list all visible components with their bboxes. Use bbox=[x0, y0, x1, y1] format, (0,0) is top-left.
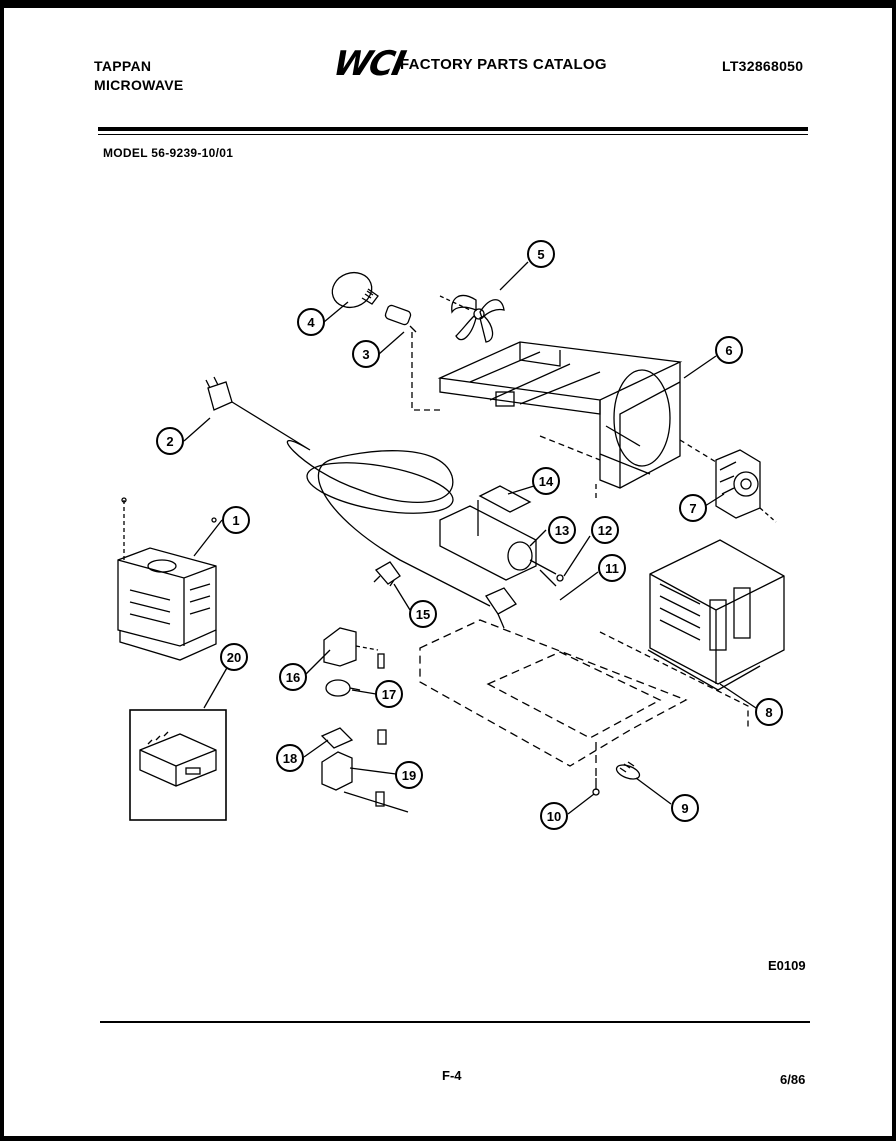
switch-15 bbox=[373, 561, 401, 587]
callout-label-17: 17 bbox=[382, 687, 396, 702]
lamp-socket bbox=[384, 304, 440, 411]
callout-circle-8 bbox=[755, 698, 783, 726]
callout-label-6: 6 bbox=[725, 343, 732, 358]
callout-label-11: 11 bbox=[605, 561, 619, 576]
catalog-number: LT32868050 bbox=[722, 58, 804, 74]
callout-circle-3 bbox=[352, 340, 380, 368]
callout-circle-5 bbox=[527, 240, 555, 268]
callout-circle-18 bbox=[276, 744, 304, 772]
callout-label-15: 15 bbox=[416, 607, 430, 622]
lamp-bulb bbox=[331, 271, 379, 309]
callout-circle-19 bbox=[395, 761, 423, 789]
foot-and-screw bbox=[592, 761, 641, 796]
footer-rule bbox=[100, 1021, 810, 1023]
callout-label-5: 5 bbox=[537, 247, 544, 262]
callout-circle-7 bbox=[679, 494, 707, 522]
callout-label-1: 1 bbox=[232, 513, 239, 528]
fan-blade bbox=[439, 295, 505, 343]
callout-circle-12 bbox=[591, 516, 619, 544]
catalog-page bbox=[4, 8, 892, 1136]
callout-circle-6 bbox=[715, 336, 743, 364]
callout-label-3: 3 bbox=[362, 347, 369, 362]
page-number: F-4 bbox=[442, 1068, 462, 1083]
fan-motor bbox=[679, 439, 777, 523]
callout-circle-13 bbox=[548, 516, 576, 544]
callout-label-7: 7 bbox=[689, 501, 696, 516]
callout-circle-1 bbox=[222, 506, 250, 534]
callout-label-12: 12 bbox=[598, 523, 612, 538]
callout-circle-9 bbox=[671, 794, 699, 822]
header-rule-thin bbox=[98, 134, 808, 135]
callout-label-14: 14 bbox=[539, 474, 554, 489]
callout-label-19: 19 bbox=[402, 768, 416, 783]
callout-circle-14 bbox=[532, 467, 560, 495]
header-rule-thick bbox=[98, 127, 808, 131]
callout-label-8: 8 bbox=[765, 705, 772, 720]
hv-capacitor bbox=[439, 485, 564, 587]
magnetron bbox=[117, 497, 217, 661]
power-cord bbox=[205, 376, 491, 607]
callout-circle-4 bbox=[297, 308, 325, 336]
callout-circle-11 bbox=[598, 554, 626, 582]
brand-line-2: MICROWAVE bbox=[94, 77, 184, 93]
callout-label-18: 18 bbox=[283, 751, 297, 766]
callout-label-16: 16 bbox=[286, 670, 300, 685]
hv-transformer bbox=[599, 539, 785, 728]
interlock-switches bbox=[320, 587, 517, 813]
callout-label-2: 2 bbox=[166, 434, 173, 449]
base-plate bbox=[419, 619, 688, 778]
callout-circle-2 bbox=[156, 427, 184, 455]
brand-line-1: TAPPAN bbox=[94, 58, 152, 74]
callout-circle-15 bbox=[409, 600, 437, 628]
model-label: MODEL 56-9239-10/01 bbox=[103, 146, 234, 160]
fan-bracket bbox=[437, 341, 683, 500]
callout-label-4: 4 bbox=[307, 315, 315, 330]
callout-label-20: 20 bbox=[227, 650, 241, 665]
callout-circle-16 bbox=[279, 663, 307, 691]
catalog-date: 6/86 bbox=[780, 1072, 805, 1087]
callout-label-10: 10 bbox=[547, 809, 561, 824]
callout-circle-20 bbox=[220, 643, 248, 671]
callout-circle-17 bbox=[375, 680, 403, 708]
control-panel-box bbox=[129, 709, 227, 821]
callout-label-9: 9 bbox=[681, 801, 688, 816]
callout-label-13: 13 bbox=[555, 523, 569, 538]
callout-circle-10 bbox=[540, 802, 568, 830]
drawing-code: E0109 bbox=[768, 958, 806, 973]
catalog-title: FACTORY PARTS CATALOG bbox=[400, 56, 607, 73]
leader-lines bbox=[183, 261, 757, 815]
